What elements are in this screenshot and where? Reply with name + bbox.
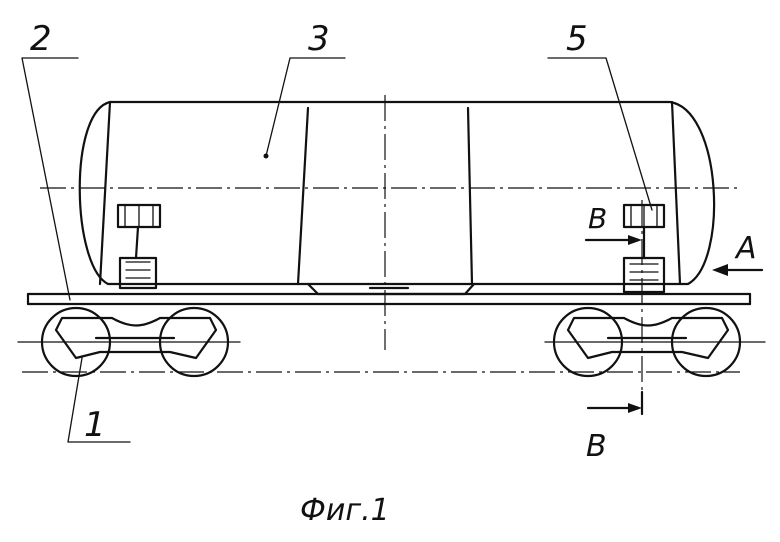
label-num-3: 3 — [308, 19, 330, 59]
left-fastening-unit — [116, 203, 162, 290]
section-b-marker — [584, 235, 644, 416]
label-letter-b-bottom: B — [586, 429, 607, 464]
label-num-2: 2 — [30, 19, 52, 59]
label-letter-a: A — [734, 231, 757, 266]
label-num-1: 1 — [84, 405, 106, 445]
underframe — [26, 282, 752, 306]
tank-body — [78, 100, 716, 286]
right-bogie — [544, 306, 766, 378]
label-num-5: 5 — [566, 19, 588, 59]
center-lines — [22, 95, 740, 395]
leader-lines — [21, 57, 653, 443]
left-bogie — [17, 306, 241, 378]
right-fastening-unit — [622, 203, 666, 294]
figure-caption: Фиг.1 — [300, 493, 390, 528]
label-letter-b-top: B — [588, 202, 607, 235]
view-a-arrow — [712, 264, 764, 276]
